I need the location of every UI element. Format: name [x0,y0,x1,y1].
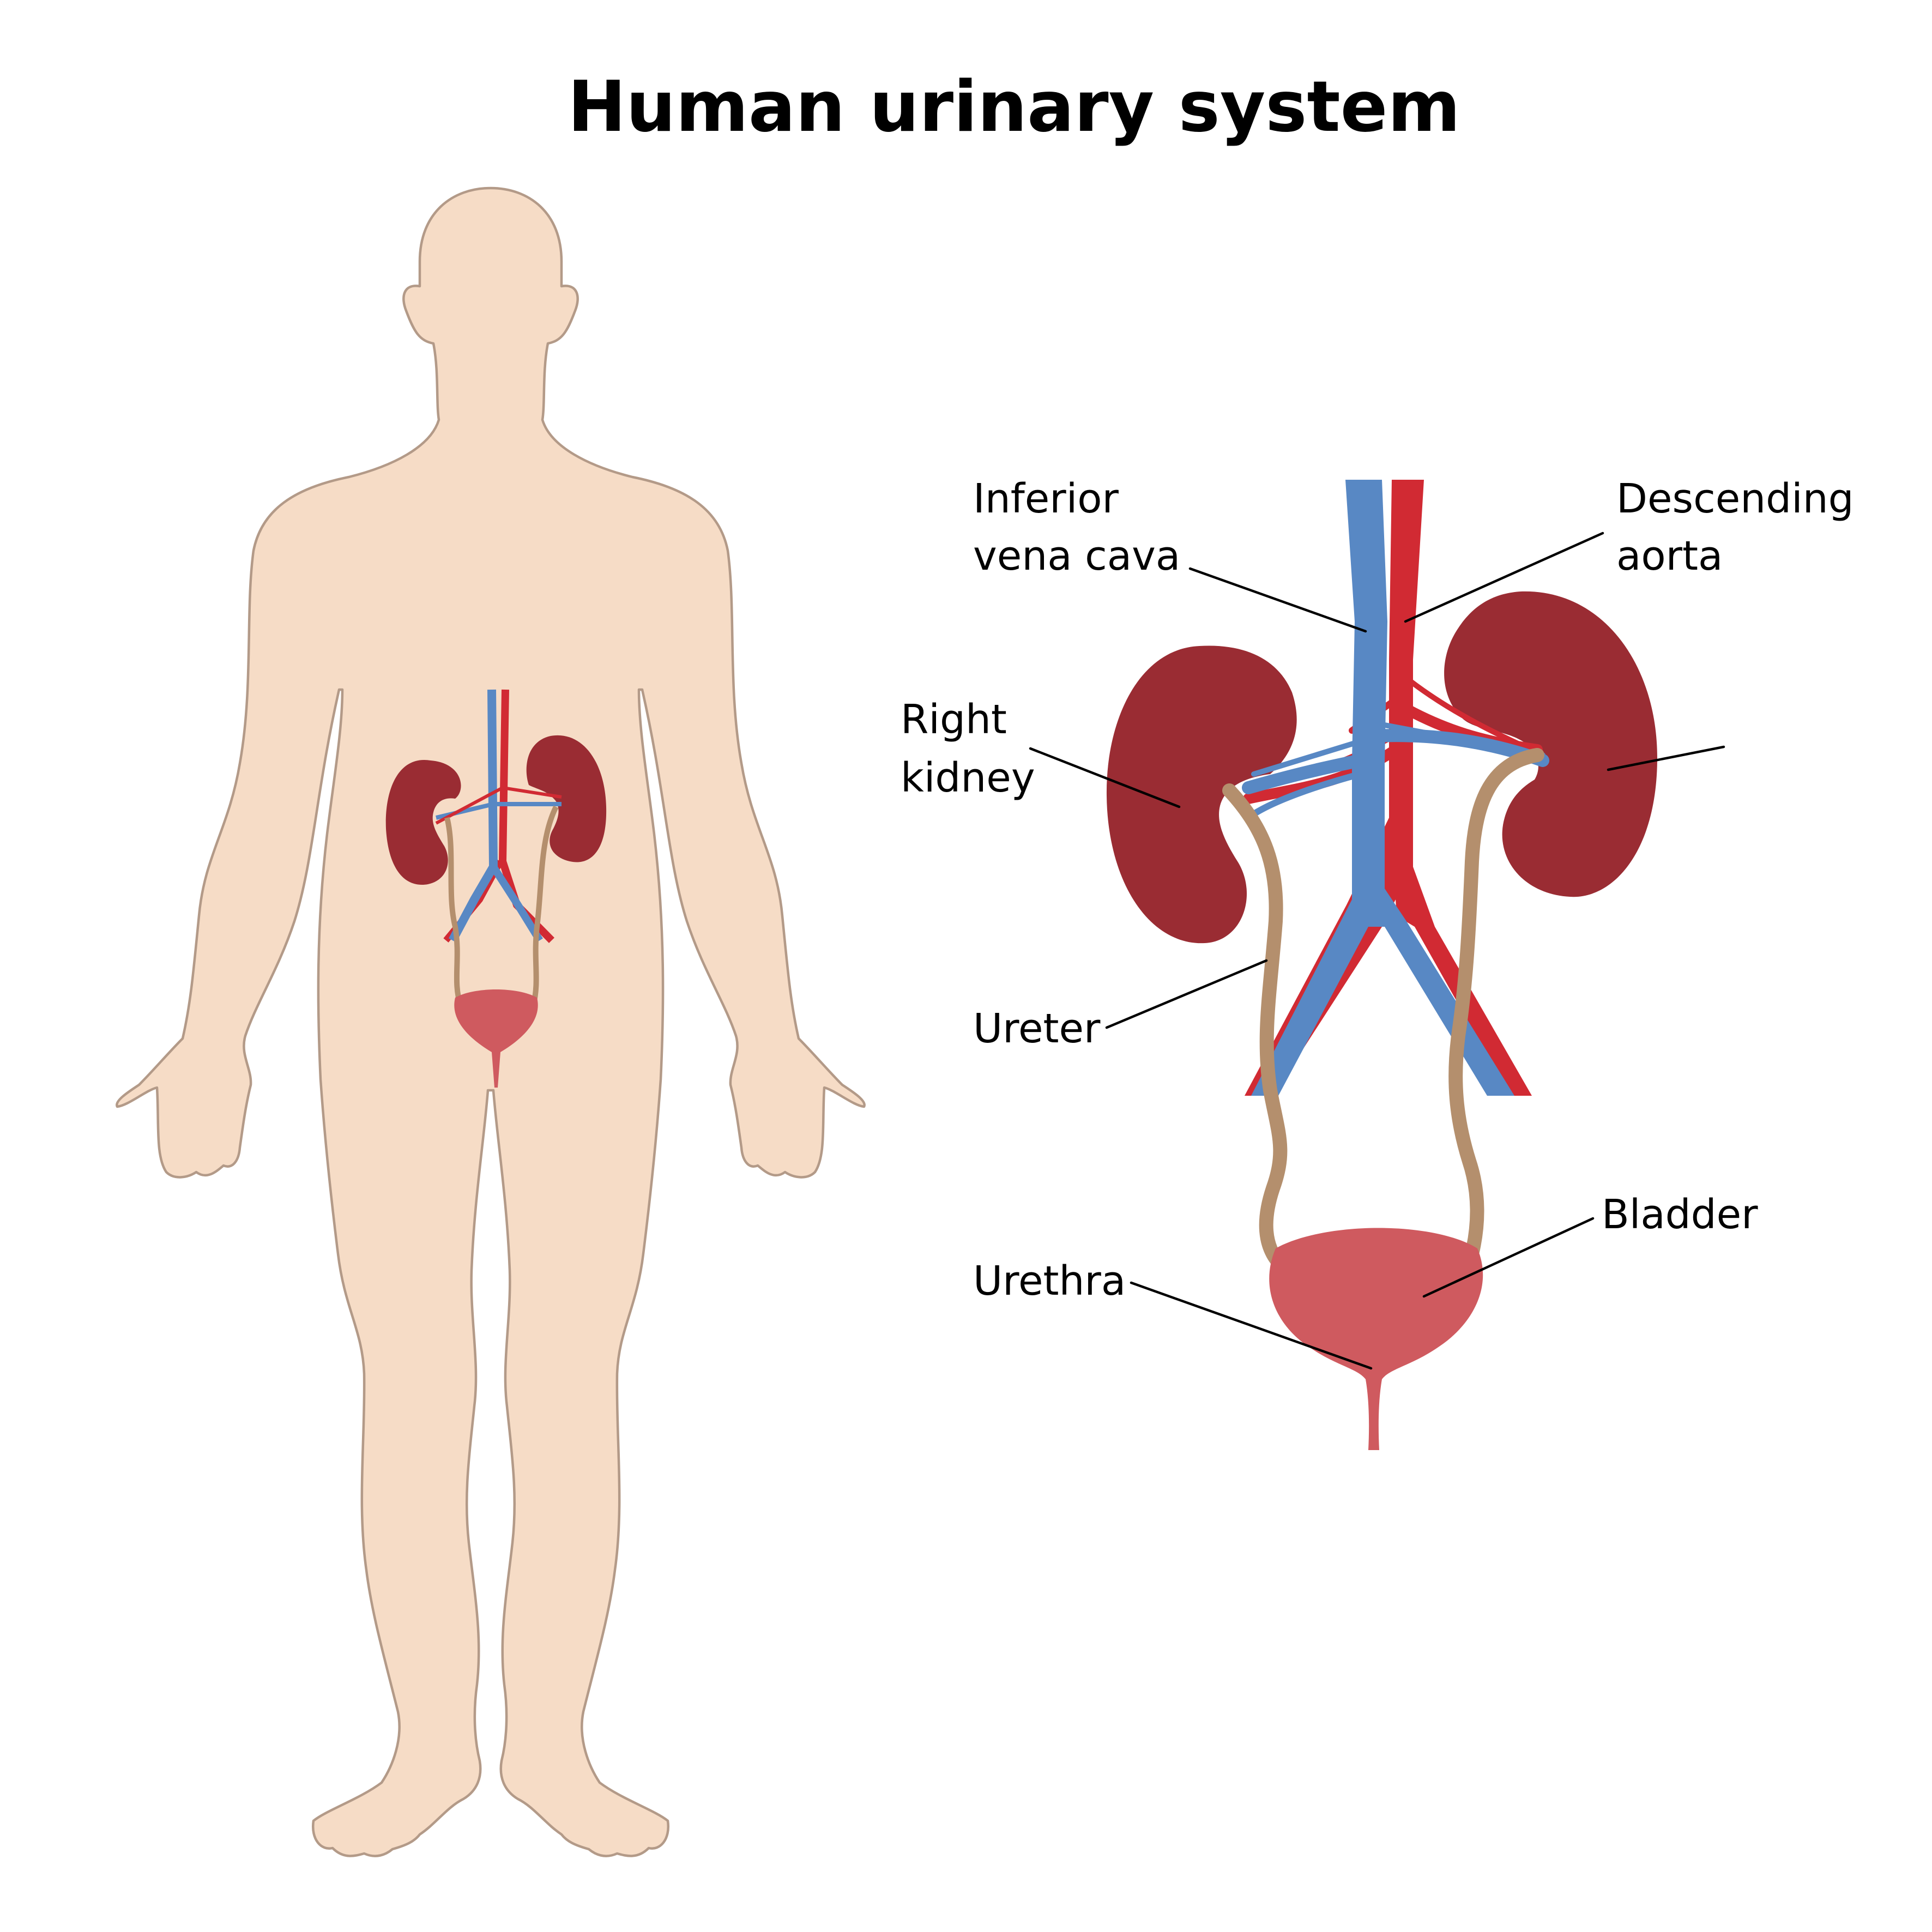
label-ivc-line2: vena cava [973,533,1180,579]
label-urethra: Urethra [973,1258,1126,1305]
label-right-kidney-line2: kidney [901,754,1035,801]
leader-right-kidney [1029,747,1181,808]
label-right-kidney-line1: Right [901,696,1007,743]
right-kidney[interactable] [1106,645,1297,944]
label-bladder: Bladder [1602,1191,1758,1238]
bladder[interactable] [1269,1228,1483,1451]
labels: Inferior vena cava Descending aorta Righ… [901,475,1867,1305]
leader-ureter [1105,959,1268,1029]
leader-left-kidney [1607,745,1725,771]
body-left-kidney [526,735,607,862]
leader-urethra [1130,1281,1373,1370]
label-aorta-line2: aorta [1616,533,1723,579]
leader-ivc [1188,567,1367,633]
label-right-kidney: Right kidney [901,696,1035,801]
detailed-urinary-system [1106,480,1657,1451]
label-aorta-line1: Descending [1616,475,1854,522]
body-ureters [444,805,559,1007]
inferior-vena-cava[interactable] [1251,480,1514,1096]
left-kidney[interactable] [1444,591,1657,897]
body-vena-cava [448,689,498,943]
body-vena-cava-branch [490,865,543,943]
label-ivc-line1: Inferior [973,475,1119,522]
leader-bladder [1422,1217,1595,1298]
body-renal-arteries [435,786,562,825]
ureters[interactable] [1222,748,1544,1269]
diagram-title: Human urinary system [567,67,1460,148]
label-aorta: Descending aorta [1616,475,1867,579]
label-ivc: Inferior vena cava [973,475,1180,579]
body-right-kidney [385,759,461,885]
leader-lines [1029,532,1725,1370]
body-bladder [454,989,538,1088]
label-ureter: Ureter [973,1005,1101,1052]
body-aorta [498,689,554,943]
leader-aorta [1404,532,1604,623]
body-urinary-organs [385,689,607,1088]
